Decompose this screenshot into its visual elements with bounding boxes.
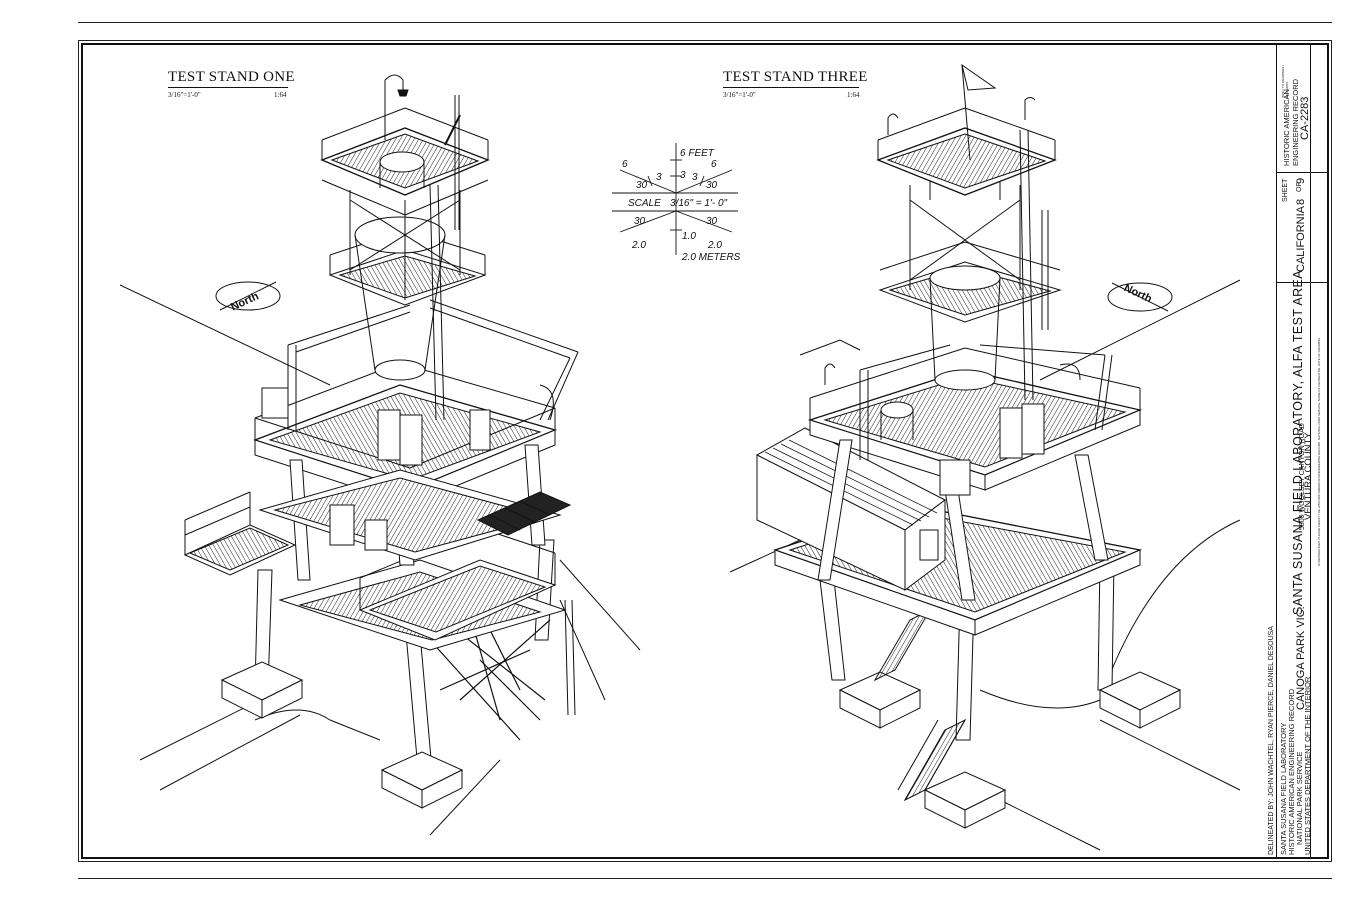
- title-test-stand-three: TEST STAND THREE: [723, 69, 868, 85]
- title-block-sheet-rule: [1276, 172, 1329, 173]
- scale-ratio-left: 3/16"=1'-0": [168, 91, 201, 99]
- graphic-scale-labels: 6 FEET 6 3 3 6 30 30 3 SCALE 3/16" = 1'-…: [622, 148, 741, 263]
- scale-fraction-right: 1:64: [847, 91, 860, 99]
- scale-value: 3/16" = 1'- 0": [670, 198, 728, 209]
- north-arrow-right: North: [1107, 282, 1173, 312]
- scale-num-30-right: 30: [706, 180, 718, 191]
- project-county: VENTURA COUNTY: [1303, 432, 1314, 520]
- sheet-label: SHEET: [1282, 178, 1289, 202]
- index-note: INDEX TO DRAWINGS / REVISIONS: [1281, 65, 1289, 98]
- scale-caption: SCALE: [628, 198, 661, 209]
- title-rule-left: [168, 87, 288, 88]
- sheet-number: 8: [1295, 198, 1307, 205]
- delineated-by: DELINEATED BY: JOHN WACHTEL, RYAN PIERCE…: [1268, 626, 1275, 855]
- title-block-divider-1: [1276, 43, 1277, 859]
- test-stand-one-drawing: [119, 74, 641, 836]
- sheet-total: 9: [1295, 177, 1307, 184]
- scale-num-3-left: 3: [656, 172, 662, 183]
- project-state: CALIFORNIA: [1295, 205, 1307, 272]
- north-arrow-left: North: [215, 281, 281, 314]
- test-stand-three-drawing: [729, 63, 1241, 851]
- scale-num-2-0-left: 2.0: [631, 240, 646, 251]
- scale-fraction-left: 1:64: [274, 91, 287, 99]
- record-number: CA-2283: [1299, 96, 1311, 140]
- graphic-scale: [612, 143, 738, 255]
- project-city: CANOGA PARK VIC.: [1295, 606, 1307, 710]
- scale-meters-label: 2.0 METERS: [681, 252, 741, 263]
- scale-num-30-lower-right: 30: [706, 216, 718, 227]
- scale-num-2-0-right: 2.0: [707, 240, 722, 251]
- title-block-divider-2: [1310, 43, 1311, 859]
- scale-feet-label: 6 FEET: [680, 148, 715, 159]
- title-block-record-rule: [1276, 282, 1329, 283]
- scale-num-1-0: 1.0: [682, 231, 696, 242]
- top-trim-line: [78, 22, 1332, 23]
- scale-num-30-lower-left: 30: [634, 216, 646, 227]
- sheet-border-outer: [78, 40, 1332, 862]
- title-test-stand-one: TEST STAND ONE: [168, 69, 295, 85]
- scale-ratio-right: 3/16"=1'-0": [723, 91, 756, 99]
- scale-num-3-center: 3: [680, 170, 686, 181]
- scale-num-30-left: 30: [636, 180, 648, 191]
- scale-num-6-left: 6: [622, 159, 628, 170]
- scale-num-3-right: 3: [692, 172, 698, 183]
- reproduction-fine-print: IF REPRODUCED, PLEASE CREDIT THE HISTORI…: [1317, 338, 1321, 566]
- scale-num-6-right: 6: [711, 159, 717, 170]
- bottom-trim-line: [78, 878, 1332, 879]
- title-rule-right: [723, 87, 859, 88]
- sheet-border-inner: [81, 43, 1329, 859]
